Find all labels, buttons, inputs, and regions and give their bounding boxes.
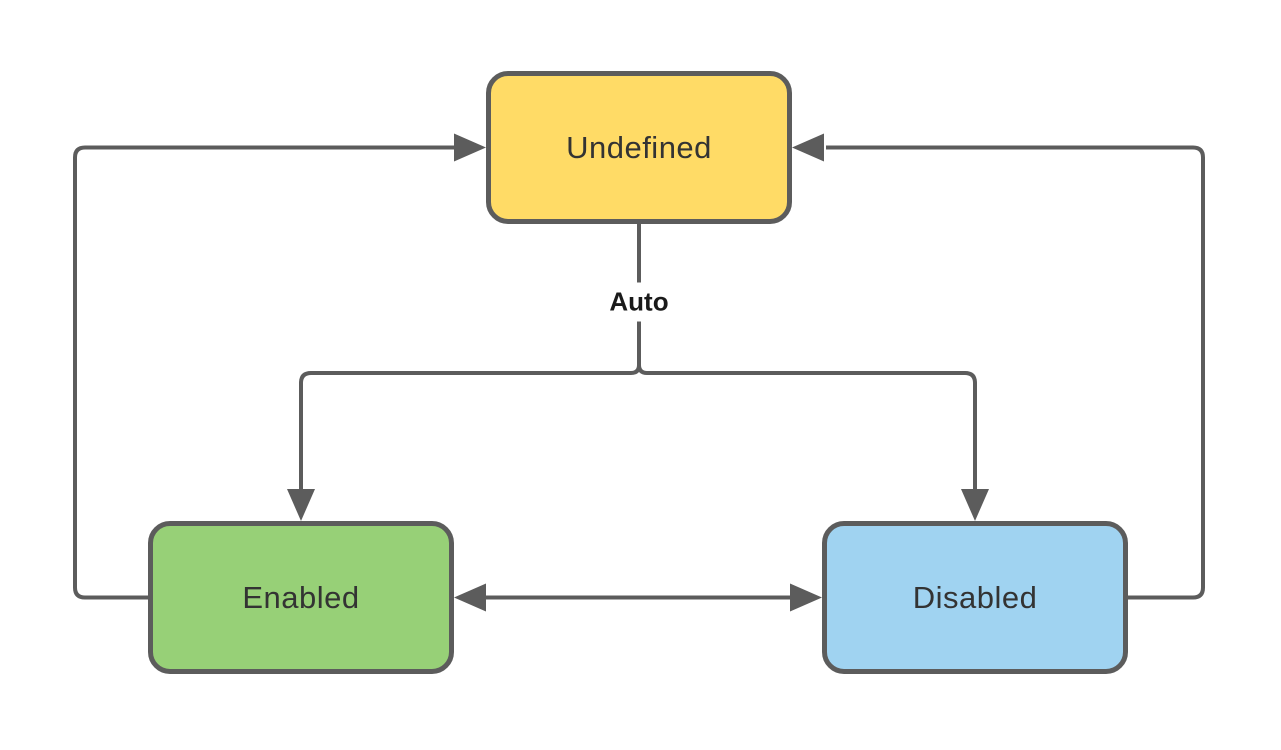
state-node-disabled: Disabled [822, 521, 1128, 674]
edge-disabled-to-undefined [826, 145, 1205, 600]
state-node-undefined-label: Undefined [566, 129, 712, 165]
state-node-disabled-label: Disabled [912, 579, 1038, 615]
arrowhead-into-disabled-left [790, 583, 822, 612]
edge-label-auto: Auto [601, 282, 677, 322]
arrowhead-into-disabled-top [961, 489, 989, 521]
arrowhead-into-undefined-left [454, 133, 486, 162]
state-node-enabled-label: Enabled [242, 579, 360, 615]
arrowhead-into-enabled-right [454, 583, 486, 612]
edge-undefined-to-disabled [637, 364, 977, 489]
arrowhead-into-enabled-top [287, 489, 315, 521]
state-node-enabled: Enabled [148, 521, 454, 674]
arrowhead-into-undefined-right [792, 133, 824, 162]
state-node-undefined: Undefined [486, 71, 792, 224]
edge-undefined-to-enabled [299, 364, 641, 489]
edge-enabled-to-undefined [73, 145, 454, 600]
